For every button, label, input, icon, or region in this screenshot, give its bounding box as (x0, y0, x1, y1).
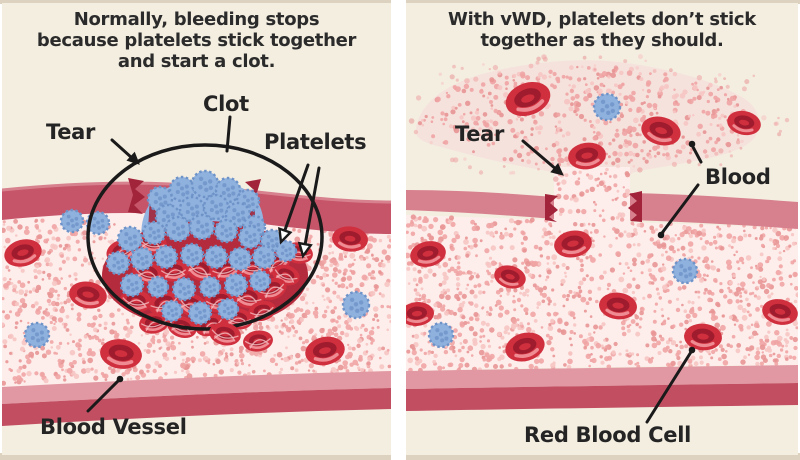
tear-edge (628, 191, 642, 222)
vessel-wall-bottom-outer (406, 383, 798, 411)
red-blood-cell (209, 322, 241, 346)
red-blood-cell (494, 265, 526, 289)
tear-edge (545, 194, 558, 222)
platelet (116, 225, 144, 253)
platelet (251, 244, 277, 270)
arrowhead (278, 227, 293, 245)
right-title-line-2: together as they should. (480, 30, 724, 51)
leader-line (303, 166, 321, 247)
vessel-wall-top-left-segment (406, 190, 554, 219)
platelet (248, 269, 272, 293)
left-title-line-1: Normally, bleeding stops (73, 9, 320, 30)
vwd-illustration (406, 3, 798, 455)
label-blood-vessel: Blood Vessel (40, 415, 187, 439)
left-title-line-3: and start a clot. (117, 51, 276, 72)
platelet (188, 213, 216, 241)
clot-mass (102, 169, 313, 339)
left-panel-title: Normally, bleeding stops because platele… (2, 9, 391, 72)
label-red-blood-cell: Red Blood Cell (524, 423, 692, 447)
label-blood: Blood (705, 165, 771, 189)
platelet (129, 246, 155, 272)
platelet (171, 276, 197, 302)
platelet (105, 250, 131, 276)
leader-line (283, 163, 310, 232)
clot-outline-circle (86, 143, 324, 331)
platelet (227, 246, 253, 272)
platelet (216, 297, 240, 321)
red-blood-cell (410, 241, 446, 267)
leader-dot (657, 231, 665, 239)
left-title-line-2: because platelets stick together (36, 30, 357, 51)
platelet (223, 272, 249, 298)
label-platelets: Platelets (264, 130, 367, 154)
arrowhead (126, 151, 140, 165)
red-blood-cell (505, 332, 545, 362)
label-tear-left: Tear (46, 120, 96, 144)
platelet (274, 239, 298, 263)
normal-clotting-panel: Normally, bleeding stops because platele… (2, 3, 391, 455)
platelet (213, 218, 239, 244)
platelet (141, 220, 167, 246)
platelet (341, 290, 371, 320)
platelet (187, 300, 213, 326)
leader-line (691, 145, 703, 164)
platelet (198, 275, 222, 299)
leader-dot (688, 140, 696, 148)
red-blood-cell (684, 323, 722, 351)
platelet (23, 321, 51, 349)
normal-clotting-illustration (2, 3, 391, 455)
red-blood-cell (305, 336, 345, 366)
label-clot: Clot (203, 92, 249, 116)
red-blood-cell (4, 239, 42, 267)
leader-line (521, 139, 559, 172)
leader-line (660, 183, 700, 235)
leader-line (110, 138, 134, 160)
tear-edge (128, 178, 145, 214)
platelet (85, 210, 111, 236)
platelet (592, 92, 622, 122)
leader-line (645, 350, 693, 424)
leader-dot (688, 346, 696, 354)
platelet (153, 244, 179, 270)
tear-gap-flow (554, 167, 630, 224)
red-blood-cell (100, 339, 142, 369)
platelet (146, 185, 174, 213)
red-blood-cell (332, 226, 368, 252)
arrowhead (550, 162, 564, 176)
platelet (160, 299, 184, 323)
platelet (671, 257, 699, 285)
leader-dot (116, 375, 124, 383)
red-blood-cell (243, 330, 273, 352)
vwd-panel: With vWD, platelets don’t stick together… (406, 3, 798, 455)
red-blood-cell (599, 292, 637, 320)
right-panel-title: With vWD, platelets don’t stick together… (406, 9, 798, 51)
platelet (427, 321, 455, 349)
red-blood-cell (406, 302, 434, 326)
panel-divider (391, 0, 406, 460)
platelet (179, 242, 205, 268)
red-blood-cell (762, 299, 798, 325)
red-blood-cell (554, 230, 592, 258)
arrowhead (297, 241, 313, 259)
leader-line (86, 377, 122, 413)
vessel-wall-bottom-inner (406, 365, 798, 389)
red-blood-cell (505, 81, 551, 117)
platelet (146, 275, 170, 299)
red-blood-cell (69, 281, 107, 309)
red-blood-cell (641, 116, 681, 146)
vessel-wall-bottom-inner (2, 371, 391, 404)
red-blood-cell (727, 110, 761, 136)
platelet (190, 169, 220, 199)
label-tear-right: Tear (455, 122, 505, 146)
red-blood-cell (568, 142, 606, 170)
vessel-wall-bottom-outer (2, 388, 391, 426)
platelet (203, 244, 229, 270)
platelet (164, 215, 192, 243)
leader-line (225, 115, 232, 153)
platelet (237, 224, 263, 250)
platelet (119, 272, 145, 298)
platelet (59, 208, 85, 234)
right-title-line-1: With vWD, platelets don’t stick (448, 9, 756, 30)
